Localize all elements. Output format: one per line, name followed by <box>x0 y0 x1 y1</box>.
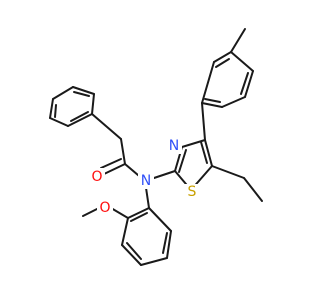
phenyl-ring-benzyl <box>49 86 95 127</box>
carbonyl-oxygen-label: O <box>91 169 102 185</box>
structure-canvas: O N N S O <box>49 28 263 266</box>
ethyl-group <box>211 165 263 202</box>
methoxy-oxygen-label: O <box>99 200 110 216</box>
atom-labels: O N N S O <box>89 138 200 216</box>
amide-nitrogen-label: N <box>141 173 151 189</box>
thiazole-sulfur-label: S <box>188 184 197 200</box>
molecule-diagram: O N N S O <box>49 28 263 266</box>
thiazole-nitrogen-label: N <box>169 138 179 154</box>
methoxyphenyl-ring <box>82 207 172 266</box>
tolyl-ring <box>201 28 254 141</box>
